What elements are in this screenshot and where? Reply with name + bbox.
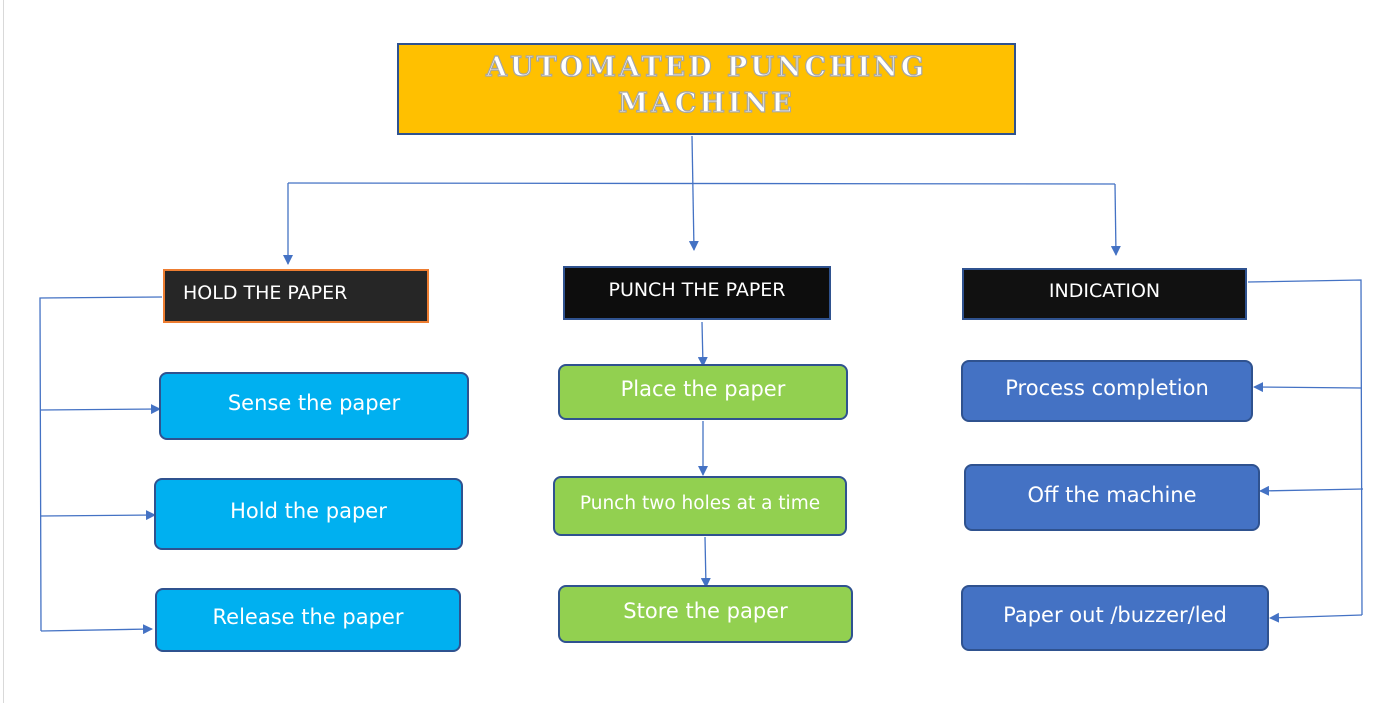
node-label: Store the paper [623,599,788,623]
node-label: Sense the paper [227,391,401,415]
place-the-paper-node: Place the paper [558,364,848,420]
hold-to-sense-connector [40,404,161,415]
header-label: INDICATION [1048,280,1161,302]
node-label: Place the paper [620,377,786,401]
release-the-paper-node: Release the paper [155,588,461,652]
indication-to-completion-connector [1253,382,1362,393]
hold-bracket-connector [39,296,163,632]
indication-to-paper-out-connector [1269,612,1363,623]
node-label: Off the machine [1027,482,1197,507]
punch-two-holes-node: Punch two holes at a time [553,476,847,536]
branch-to-indication-connector [1110,183,1121,256]
indication-to-off-connector [1259,485,1364,496]
node-label: Hold the paper [230,499,387,523]
hold-the-paper-node: Hold the paper [154,478,463,550]
title-to-punch-connector [688,135,699,251]
header-label: HOLD THE PAPER [183,282,348,304]
process-completion-node: Process completion [961,360,1253,422]
header-label: PUNCH THE PAPER [608,279,786,301]
branch-bar-connector [287,182,1116,185]
sense-the-paper-node: Sense the paper [159,372,469,440]
title-line-2: MACHINE [618,87,795,119]
punch-holes-to-store-connector [700,536,711,588]
punch-the-paper-header: PUNCH THE PAPER [563,266,831,320]
paper-out-buzzer-led-node: Paper out /buzzer/led [961,585,1269,651]
node-label: Punch two holes at a time [579,492,821,514]
punch-to-place-connector [697,321,708,367]
hold-the-paper-header: HOLD THE PAPER [163,269,429,323]
indication-header: INDICATION [962,268,1247,320]
node-label: Process completion [1005,376,1209,400]
off-the-machine-node: Off the machine [964,464,1260,531]
node-label: Release the paper [212,605,404,629]
title-line-1: AUTOMATED PUNCHING [485,51,927,83]
indication-bracket-connector [1247,279,1363,616]
hold-to-hold-connector [40,510,156,521]
title-box: AUTOMATED PUNCHING MACHINE [397,43,1016,135]
node-label: Paper out /buzzer/led [1003,603,1227,627]
page-edge-line [3,0,4,703]
store-the-paper-node: Store the paper [558,585,853,643]
hold-to-release-connector [40,624,153,635]
